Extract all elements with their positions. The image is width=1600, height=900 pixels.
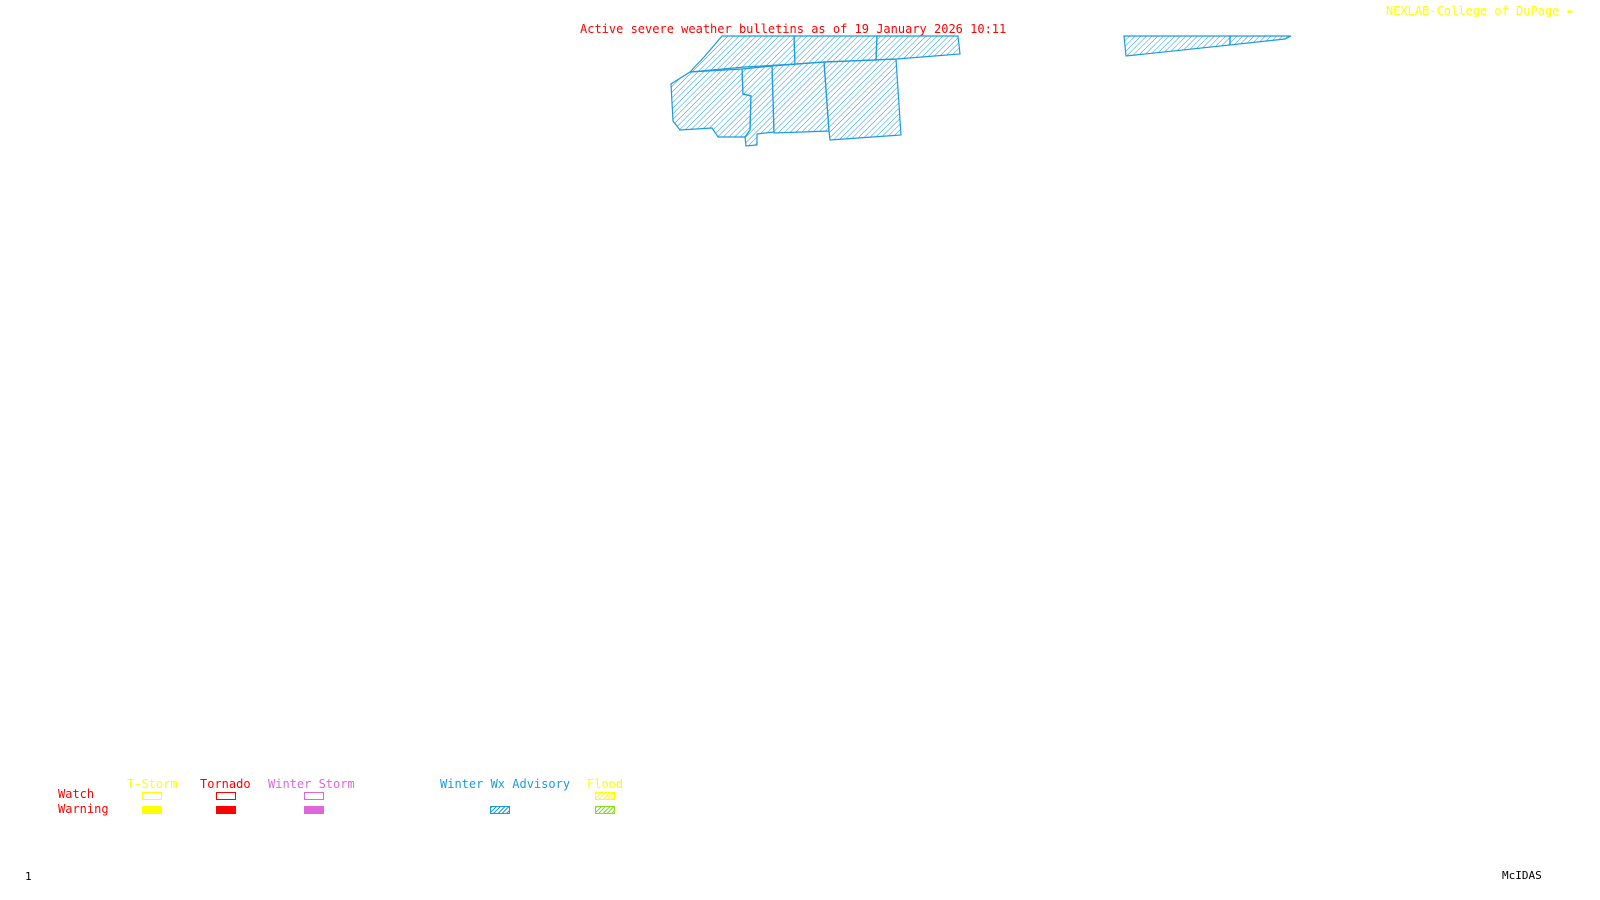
advisory-county xyxy=(771,61,830,134)
advisory-zone-group-east xyxy=(1123,35,1292,57)
advisory-county xyxy=(875,35,961,61)
credit-label: NEXLAB-College of DuPage ↞ xyxy=(1386,4,1574,18)
legend-swatch-warning xyxy=(142,806,162,814)
legend-category-label: T-Storm xyxy=(127,777,178,791)
legend-swatch-warning xyxy=(595,806,615,814)
legend-swatch-warning xyxy=(304,806,324,814)
advisory-county xyxy=(1229,35,1292,46)
legend-swatch-watch xyxy=(304,792,324,800)
advisory-county xyxy=(670,68,752,138)
logo-icon: ↞ xyxy=(1566,4,1574,18)
brand-label: McIDAS xyxy=(1502,869,1542,882)
legend-row-warning: Warning xyxy=(58,802,109,816)
legend-swatch-warning xyxy=(216,806,236,814)
legend-category-label: Winter Wx Advisory xyxy=(440,777,571,791)
credit-text: NEXLAB-College of DuPage xyxy=(1386,4,1560,18)
legend-row-watch: Watch xyxy=(58,787,95,801)
legend-swatch-watch xyxy=(142,792,162,800)
advisory-county xyxy=(823,58,902,141)
legend-swatch-watch xyxy=(216,792,236,800)
legend-category-label: Tornado xyxy=(200,777,251,791)
bulletin-title: Active severe weather bulletins as of 19… xyxy=(580,22,1007,36)
advisory-county xyxy=(1123,35,1231,57)
advisory-zone-group-west xyxy=(670,35,961,147)
legend-swatch-watch xyxy=(595,792,615,800)
legend-category-label: Flood xyxy=(587,777,624,791)
frame-number: 1 xyxy=(25,870,32,883)
legend-swatch-warning xyxy=(490,806,510,814)
legend-category-label: Winter Storm xyxy=(268,777,355,791)
